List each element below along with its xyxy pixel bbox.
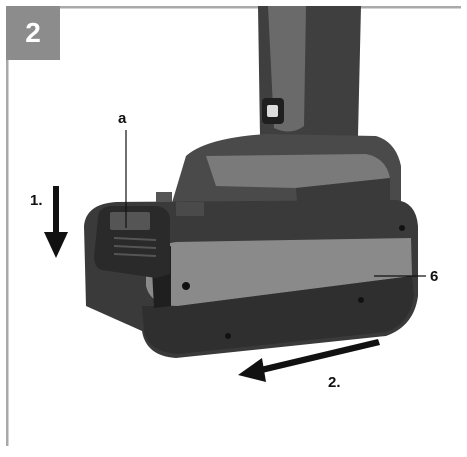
drill-handle (258, 6, 361, 156)
figure-number-badge: 2 (6, 6, 60, 60)
label-part-6: 6 (430, 268, 439, 285)
arrow-down-icon (44, 186, 68, 258)
label-a: a (118, 110, 127, 127)
figure-illustration (6, 6, 461, 446)
release-button (94, 192, 204, 278)
arrow-left-icon (238, 339, 380, 382)
label-step-1: 1. (30, 192, 43, 209)
label-step-2: 2. (328, 374, 341, 391)
figure-number: 2 (25, 17, 41, 48)
figure-frame: 2 a 1. 6 2. (6, 6, 461, 446)
